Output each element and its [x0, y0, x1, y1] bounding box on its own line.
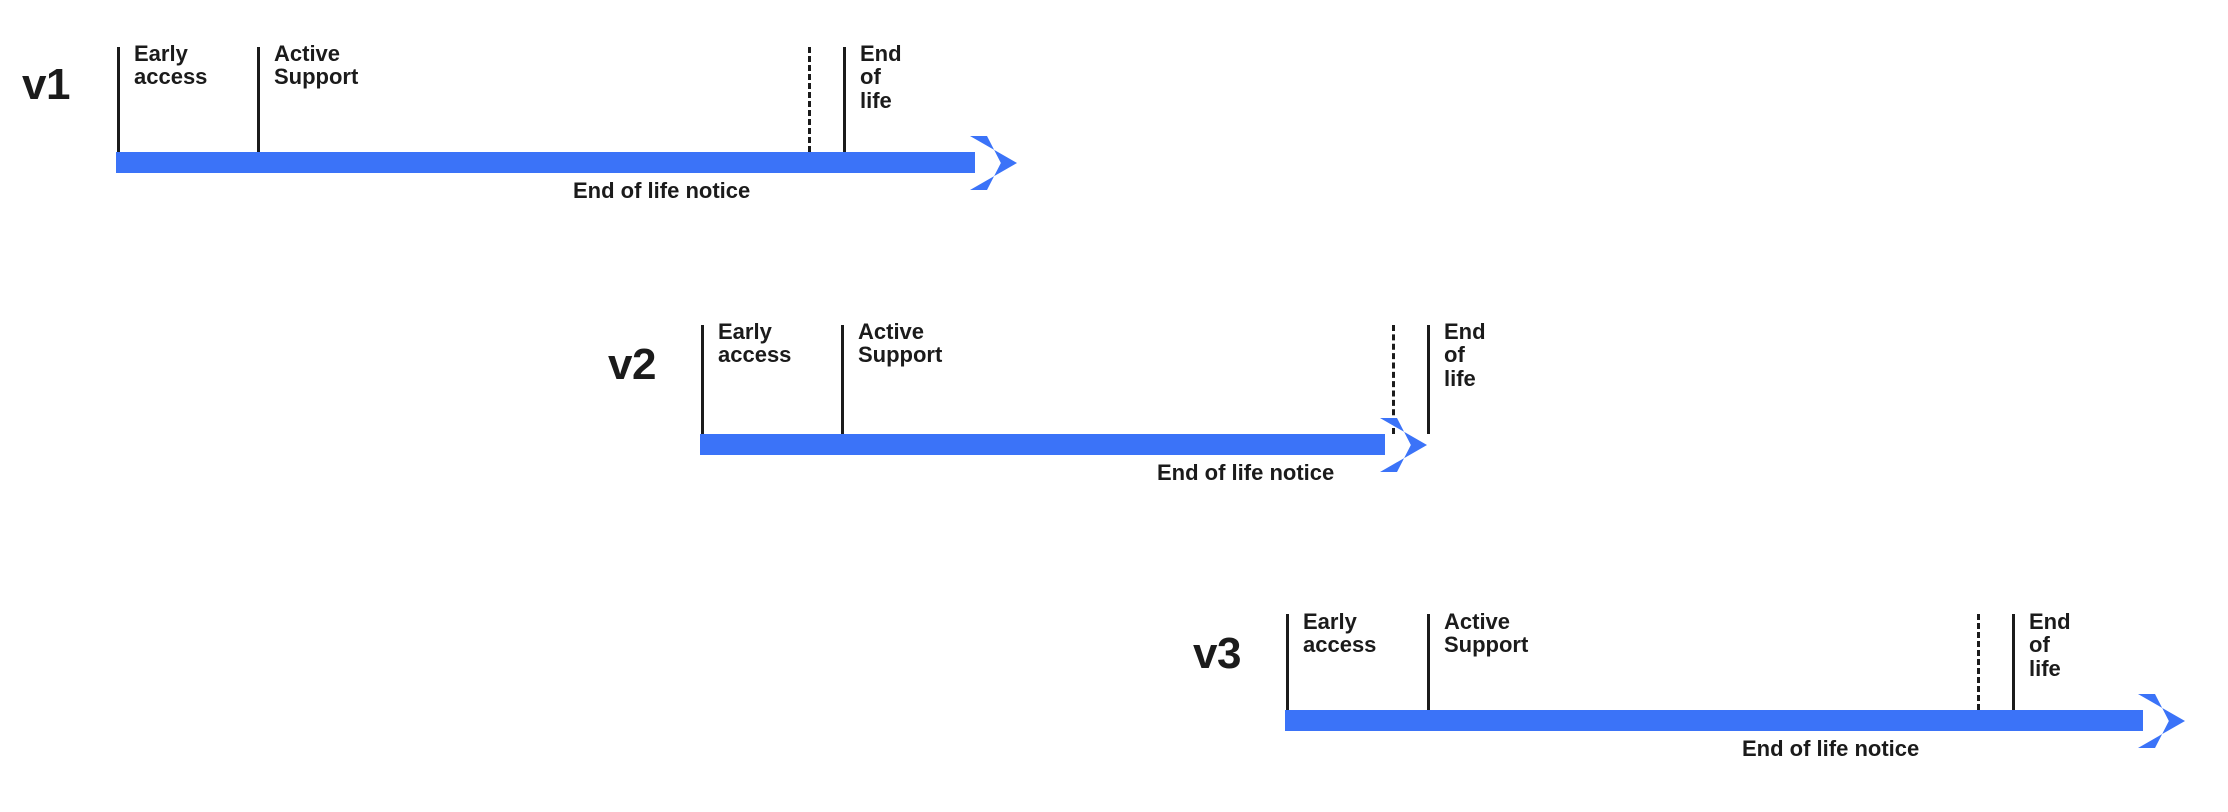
version-label-v1: v1: [22, 60, 70, 109]
phase-label-end-of-life: End of life: [860, 41, 902, 113]
phase-label-early-access: Early access: [1303, 609, 1377, 658]
phase-label-early-access: Early access: [718, 319, 792, 368]
version-label-v2: v2: [608, 340, 656, 389]
divider-start: [117, 47, 120, 152]
divider-end-of-life-notice: [808, 47, 811, 152]
phase-label-end-of-life: End of life: [2029, 609, 2071, 681]
timeline-bar: [116, 152, 975, 173]
phase-label-active-support: Active Support: [274, 41, 359, 90]
divider-active-support-start: [841, 325, 844, 434]
version-label-v3: v3: [1193, 629, 1241, 678]
arrow-head-icon: [2138, 693, 2185, 748]
divider-start: [701, 325, 704, 434]
divider-end-of-life-notice: [1977, 614, 1980, 710]
divider-end-of-life-start: [1427, 325, 1430, 434]
arrow-head-icon: [970, 135, 1017, 190]
phase-label-active-support: Active Support: [858, 319, 943, 368]
phase-label-early-access: Early access: [134, 41, 208, 90]
divider-active-support-start: [1427, 614, 1430, 710]
end-of-life-notice-label: End of life notice: [1157, 460, 1335, 485]
divider-end-of-life-notice: [1392, 325, 1395, 434]
timeline-bar: [1285, 710, 2143, 731]
arrow-head-icon: [1380, 417, 1427, 472]
timeline-bar: [700, 434, 1385, 455]
divider-end-of-life-start: [843, 47, 846, 152]
divider-start: [1286, 614, 1289, 710]
phase-label-end-of-life: End of life: [1444, 319, 1486, 391]
phase-label-active-support: Active Support: [1444, 609, 1529, 658]
divider-active-support-start: [257, 47, 260, 152]
divider-end-of-life-start: [2012, 614, 2015, 710]
end-of-life-notice-label: End of life notice: [1742, 736, 1920, 761]
end-of-life-notice-label: End of life notice: [573, 178, 751, 203]
